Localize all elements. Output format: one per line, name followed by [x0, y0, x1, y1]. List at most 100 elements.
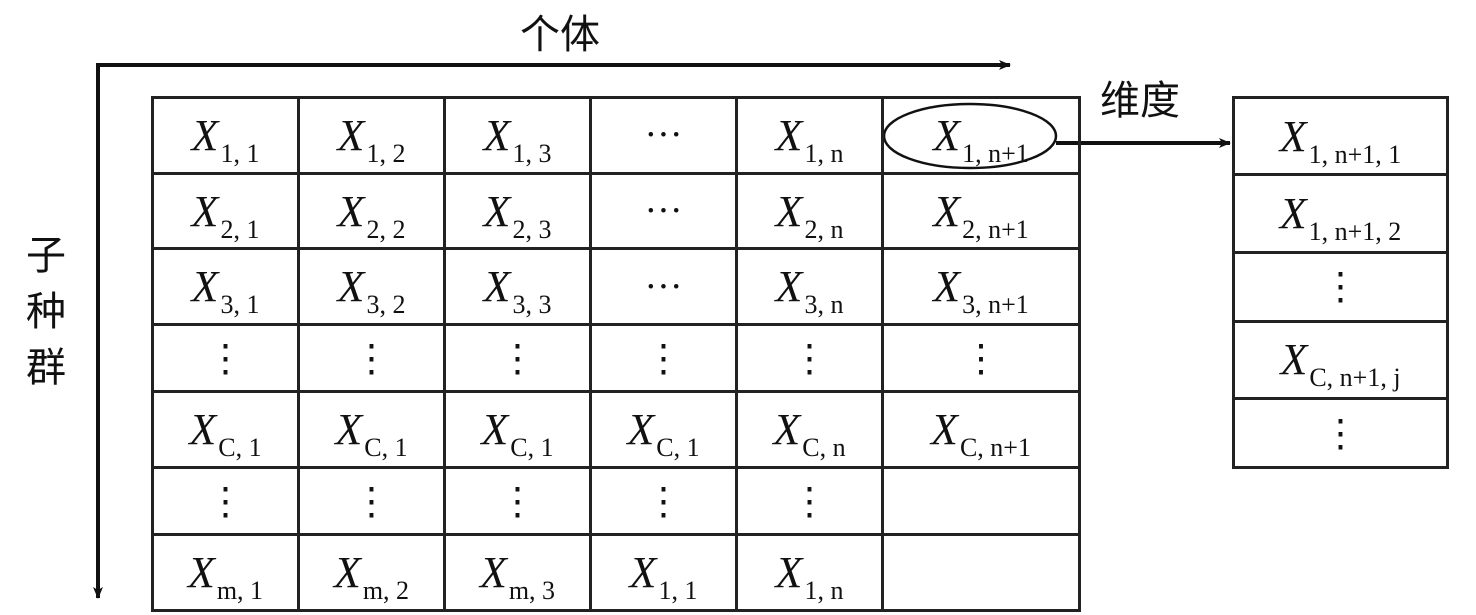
variable-symbol: X — [775, 110, 803, 160]
matrix-cell: X1, 1 — [151, 96, 300, 175]
ellipsis-cell: ⋮ — [297, 466, 446, 537]
matrix-cell: X2, 1 — [151, 171, 300, 251]
matrix-cell: X2, 3 — [443, 171, 592, 251]
dimension-row: X1, n+1, 1 — [1232, 95, 1449, 177]
variable-subscript: C, n — [802, 433, 846, 463]
matrix-cell: X1, n — [735, 96, 884, 175]
variable-subscript: 3, 2 — [366, 290, 406, 320]
ellipsis: ⋮ — [644, 480, 683, 523]
matrix-cell: X1, 3 — [443, 96, 592, 175]
matrix-row: ⋮ ⋮ ⋮ ⋮ ⋮ — [151, 466, 1081, 537]
variable-symbol: X — [931, 405, 958, 455]
ellipsis-cell: ⋮ — [297, 323, 446, 394]
matrix-cell: X2, n — [735, 171, 884, 251]
variable-subscript: 1, n+1, 2 — [1308, 217, 1402, 247]
dimension-row: ⋮ — [1232, 250, 1449, 323]
ellipsis-cell: ⋮ — [151, 466, 300, 537]
matrix-cell: Xm, 2 — [297, 533, 446, 612]
ellipsis-cell: ⋮ — [443, 323, 592, 394]
variable-symbol: X — [191, 262, 219, 312]
matrix-cell: XC, 1 — [443, 390, 592, 470]
ellipsis: ··· — [644, 265, 683, 308]
matrix-cell: X2, n+1 — [881, 171, 1081, 251]
variable-symbol: X — [337, 110, 365, 160]
matrix-cell: X3, 3 — [443, 247, 592, 327]
ellipsis-cell: ⋮ — [881, 323, 1081, 394]
dimension-row: XC, n+1, j — [1232, 319, 1449, 401]
ellipsis: ⋮ — [1321, 266, 1360, 309]
ellipsis-cell: ⋮ — [443, 466, 592, 537]
ellipsis-cell: ⋮ — [589, 466, 738, 537]
dimension-row: ⋮ — [1232, 397, 1449, 469]
variable-symbol: X — [1279, 111, 1307, 161]
dimension-label: 维度 — [1100, 78, 1180, 124]
variable-subscript: 1, 1 — [658, 576, 698, 606]
ellipsis-cell: ⋮ — [735, 466, 884, 537]
variable-subscript: C, 1 — [218, 433, 262, 463]
ellipsis: ⋮ — [790, 480, 829, 523]
variable-symbol: X — [481, 405, 509, 455]
variable-subscript: 2, 3 — [512, 214, 552, 244]
ellipsis: ⋮ — [644, 337, 683, 380]
variable-subscript: 3, 1 — [220, 290, 260, 320]
variable-symbol: X — [189, 405, 217, 455]
variable-symbol: X — [479, 548, 507, 598]
matrix-cell: XC, 1 — [297, 390, 446, 470]
dimension-row: X1, n+1, 2 — [1232, 173, 1449, 254]
matrix-cell: XC, n — [735, 390, 884, 470]
matrix-cell: XC, n+1, j — [1232, 319, 1449, 401]
ellipsis: ⋮ — [498, 480, 537, 523]
ellipsis: ⋮ — [1321, 412, 1360, 455]
matrix-cell: X1, 1 — [589, 533, 738, 612]
ellipsis-cell: ··· — [589, 247, 738, 327]
variable-symbol: X — [775, 262, 803, 312]
variable-subscript: 2, 1 — [220, 214, 260, 244]
variable-symbol: X — [1280, 335, 1308, 385]
variable-subscript: 1, n — [804, 138, 844, 168]
ellipsis: ⋮ — [352, 480, 391, 523]
variable-symbol: X — [483, 262, 511, 312]
variable-subscript: 1, n — [804, 576, 844, 606]
matrix-cell: X1, n — [735, 533, 884, 612]
variable-symbol: X — [773, 405, 801, 455]
variable-symbol: X — [629, 548, 657, 598]
subpopulation-label: 子种群 — [26, 233, 66, 391]
variable-symbol: X — [337, 262, 365, 312]
matrix-cell: X2, 2 — [297, 171, 446, 251]
ellipsis-cell: ⋮ — [589, 323, 738, 394]
matrix-cell: XC, 1 — [151, 390, 300, 470]
matrix-cell: X1, n+1, 1 — [1232, 95, 1449, 177]
variable-subscript: 2, 2 — [366, 214, 406, 244]
variable-subscript: 3, n+1 — [962, 290, 1029, 320]
variable-subscript: m, 3 — [508, 576, 556, 606]
ellipsis-cell: ··· — [589, 96, 738, 175]
matrix-cell: Xm, 3 — [443, 533, 592, 612]
variable-symbol: X — [483, 186, 511, 236]
variable-subscript: 1, 1 — [220, 138, 260, 168]
variable-subscript: C, n+1 — [959, 433, 1031, 463]
matrix-cell: X3, 2 — [297, 247, 446, 327]
variable-subscript: 2, n+1 — [962, 214, 1029, 244]
ellipsis-cell: ⋮ — [1232, 397, 1449, 469]
ellipsis: ⋮ — [206, 337, 245, 380]
variable-subscript: 3, n — [804, 290, 844, 320]
matrix-row: ⋮⋮⋮⋮⋮⋮ — [151, 323, 1081, 394]
matrix-cell: XC, n+1 — [881, 390, 1081, 470]
ellipsis-cell: ⋮ — [151, 323, 300, 394]
matrix-cell: X1, n+1, 2 — [1232, 173, 1449, 254]
ellipsis: ⋮ — [790, 337, 829, 380]
variable-subscript: C, n+1, j — [1309, 363, 1401, 393]
variable-symbol: X — [775, 548, 803, 598]
matrix-cell: X3, n — [735, 247, 884, 327]
variable-symbol: X — [333, 548, 361, 598]
matrix-cell: XC, 1 — [589, 390, 738, 470]
matrix-cell: Xm, 1 — [151, 533, 300, 612]
variable-subscript: C, 1 — [364, 433, 408, 463]
variable-subscript: 2, n — [804, 214, 844, 244]
